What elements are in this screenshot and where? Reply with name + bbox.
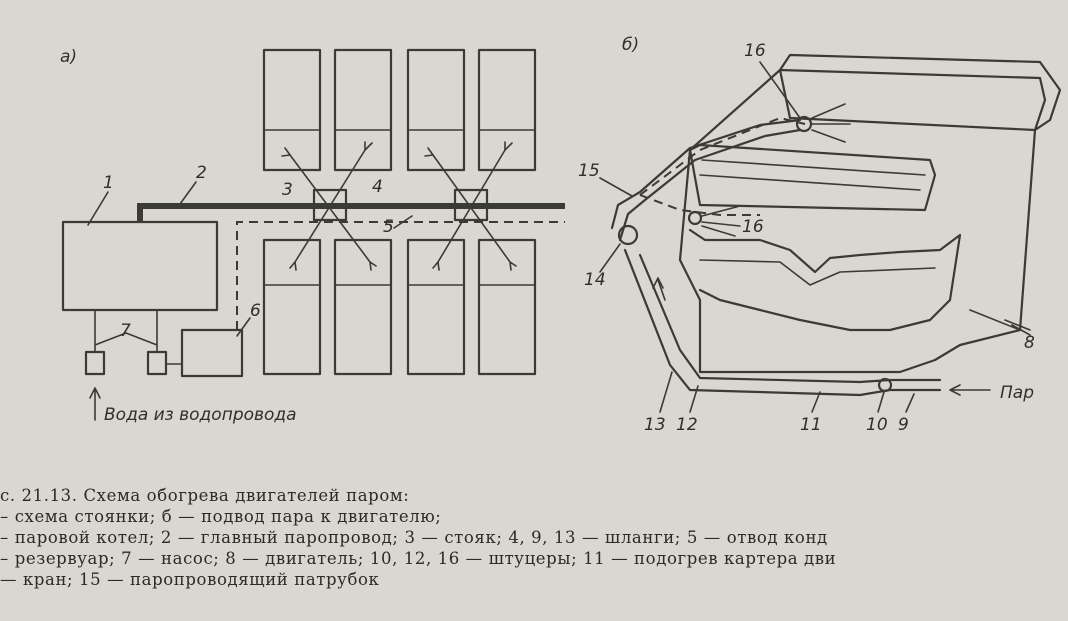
label-2: 2 — [196, 163, 207, 183]
steam-branch-lines — [639, 116, 806, 216]
pump-left — [84, 350, 106, 376]
label-9: 9 — [898, 415, 909, 435]
caption-line-4: – резервуар; 7 — насос; 8 — двигатель; 1… — [0, 548, 837, 568]
label-8: 8 — [1024, 333, 1035, 353]
label-15: 15 — [578, 161, 600, 181]
caption-line-1: с. 21.13. Схема обогрева двигателей паро… — [0, 486, 410, 505]
label-13: 13 — [644, 415, 666, 435]
caption-line-3: – паровой котел; 2 — главный паропровод;… — [0, 527, 828, 547]
fitting-10 — [877, 377, 893, 393]
engine-body — [678, 53, 1062, 374]
label-5: 5 — [383, 217, 394, 237]
valve — [617, 224, 639, 246]
riser-right — [453, 188, 489, 222]
riser-left — [312, 188, 348, 222]
hose-13 — [623, 248, 942, 397]
condensate-return — [236, 221, 565, 330]
fitting-16-mid — [687, 210, 703, 226]
panel-b: б) 16 15 — [578, 35, 1062, 435]
vehicle-slot — [333, 238, 393, 376]
vehicle-slot — [477, 48, 537, 172]
reservoir — [180, 328, 244, 378]
steam-boiler — [61, 220, 219, 312]
steam-spray-arrows — [701, 103, 851, 237]
label-12: 12 — [676, 415, 698, 435]
label-10: 10 — [866, 415, 888, 435]
vehicle-slot — [477, 238, 537, 376]
parking-row-bottom — [262, 238, 537, 376]
panel-b-label: б) — [622, 35, 639, 55]
label-16-top: 16 — [744, 41, 766, 61]
label-3: 3 — [282, 180, 293, 200]
vehicle-slot — [406, 48, 466, 172]
flow-arrow — [652, 277, 666, 301]
figure-caption: с. 21.13. Схема обогрева двигателей паро… — [0, 486, 1068, 591]
label-7: 7 — [120, 321, 131, 341]
label-11: 11 — [800, 415, 822, 435]
panel-a-label: а) — [60, 47, 77, 67]
label-4: 4 — [372, 177, 383, 197]
vehicle-slot — [262, 238, 322, 376]
parking-row-top — [262, 48, 537, 172]
panel-a: а) — [60, 47, 565, 425]
label-6: 6 — [250, 301, 261, 321]
crankcase-heating-pipe — [638, 253, 942, 384]
steam-inlet-arrow — [949, 384, 991, 396]
hoses-right — [424, 141, 517, 271]
water-inlet-arrow — [89, 387, 101, 421]
steam-heating-diagram: а) — [60, 35, 1062, 435]
main-steam-pipe — [137, 203, 565, 222]
vehicle-slot — [333, 48, 393, 172]
pump-right — [146, 350, 168, 376]
fitting-16-top — [795, 115, 813, 133]
hoses-left — [281, 141, 377, 271]
caption-line-5: — кран; 15 — паропроводящий патрубок — [0, 569, 380, 589]
vehicle-slot — [406, 238, 466, 376]
pump-connections — [94, 309, 183, 365]
steam-outlet-pipe — [610, 118, 802, 230]
steam-label: Пар — [1000, 383, 1034, 403]
vehicle-slot — [262, 48, 322, 172]
label-14: 14 — [584, 270, 606, 290]
label-1: 1 — [103, 173, 114, 193]
water-label: Вода из водопровода — [104, 405, 297, 425]
caption-line-2: – схема стоянки; б — подвод пара к двига… — [0, 506, 442, 526]
label-16-mid: 16 — [742, 217, 764, 237]
